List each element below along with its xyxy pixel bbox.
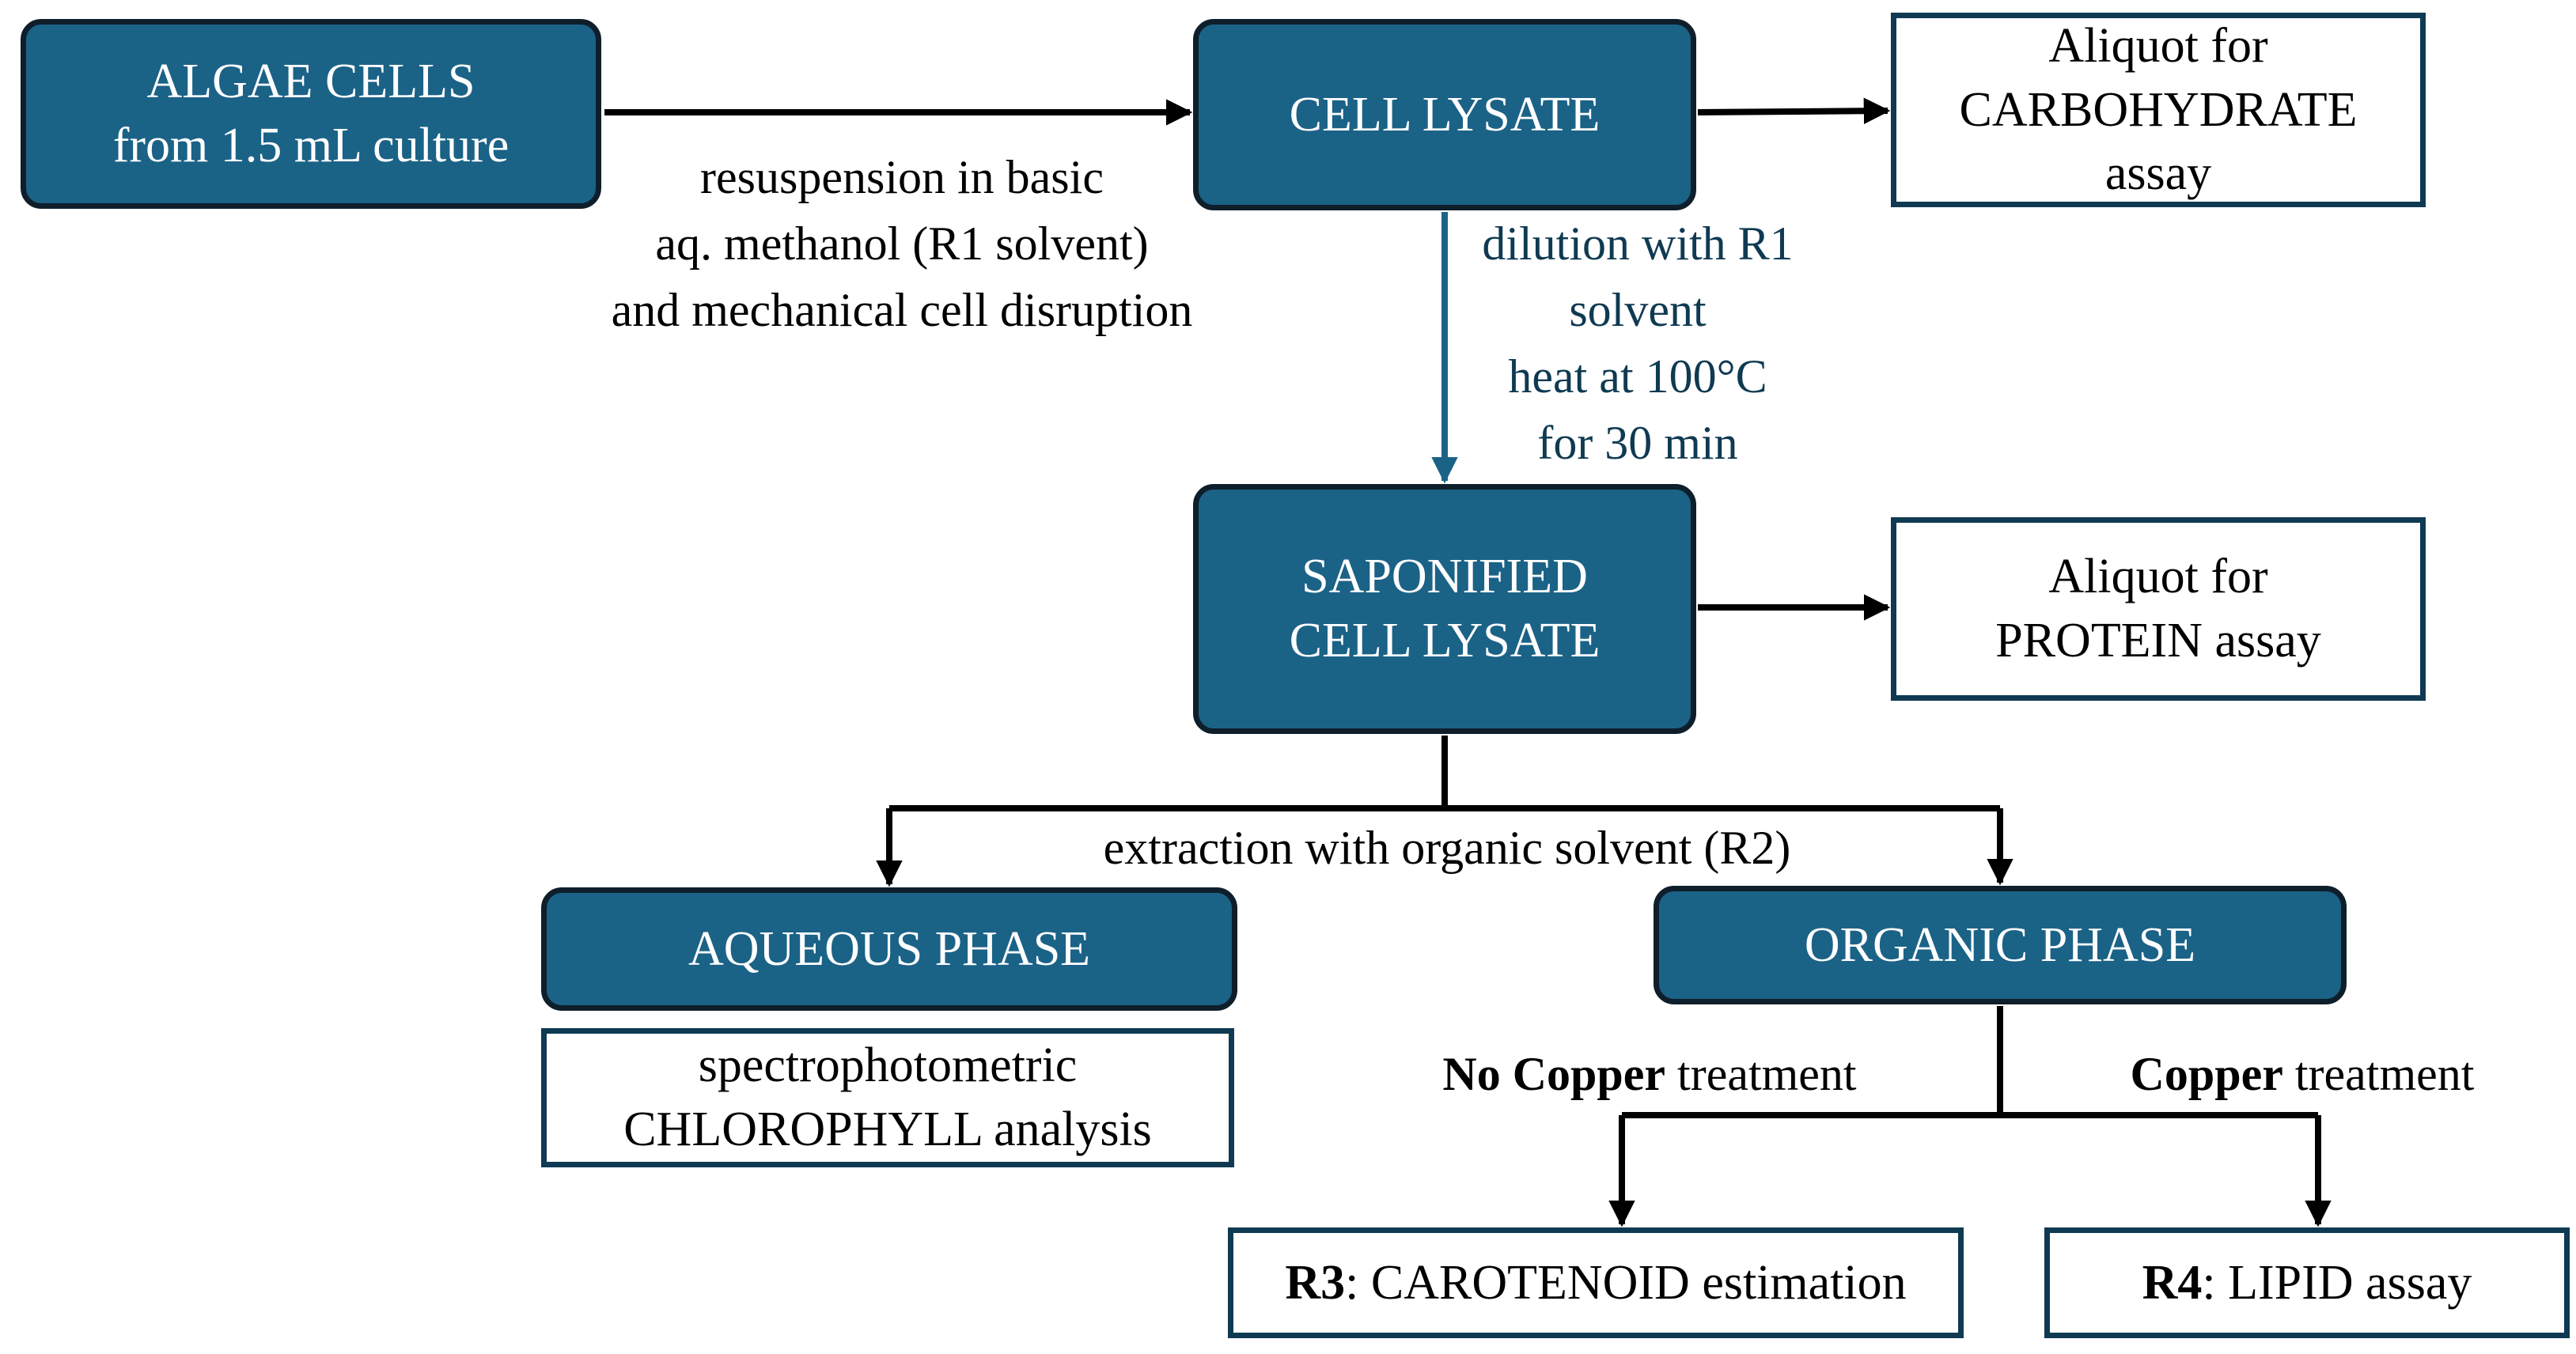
no-copper-text: No Copper treatment xyxy=(1392,1041,1907,1107)
no-copper-note: No Copper treatment xyxy=(1392,1041,1907,1107)
dilution-line2: solvent xyxy=(1569,284,1707,336)
no-copper-rest: treatment xyxy=(1665,1048,1857,1100)
copper-rest: treatment xyxy=(2282,1048,2475,1100)
aliquot-protein-box: Aliquot for PROTEIN assay xyxy=(1891,517,2426,701)
aliquot-carbohydrate-line1: Aliquot for xyxy=(2048,19,2268,74)
copper-bold: Copper xyxy=(2130,1048,2283,1100)
dilution-note: dilution with R1 solvent heat at 100°C f… xyxy=(1416,210,1859,476)
aliquot-protein-line2: PROTEIN assay xyxy=(1995,614,2321,668)
dilution-line4: for 30 min xyxy=(1537,417,1738,469)
extraction-note: extraction with organic solvent (R2) xyxy=(968,815,1926,881)
chlorophyll-line1: spectrophotometric xyxy=(698,1038,1078,1093)
lipid-assay-box: R4: LIPID assay xyxy=(2044,1227,2570,1338)
lipid-label: : LIPID assay xyxy=(2202,1255,2472,1310)
aqueous-phase-box: AQUEOUS PHASE xyxy=(541,887,1237,1011)
algae-cells-box: ALGAE CELLS from 1.5 mL culture xyxy=(21,19,601,209)
organic-phase-box: ORGANIC PHASE xyxy=(1654,886,2347,1004)
aliquot-protein-line1: Aliquot for xyxy=(2048,550,2268,604)
carotenoid-text: R3: CAROTENOID estimation xyxy=(1285,1251,1906,1315)
carotenoid-reagent: R3 xyxy=(1285,1255,1346,1310)
saponified-title-line1: SAPONIFIED xyxy=(1301,550,1588,604)
extraction-line1: extraction with organic solvent (R2) xyxy=(1103,822,1791,874)
no-copper-bold: No Copper xyxy=(1442,1048,1666,1100)
arrow-lysate-to-carbohydrate xyxy=(1697,97,1891,125)
algae-cells-subtitle: from 1.5 mL culture xyxy=(112,119,510,172)
split-line-saponified xyxy=(889,736,2000,811)
aliquot-carbohydrate-line3: assay xyxy=(2104,146,2212,201)
copper-text: Copper treatment xyxy=(2073,1041,2532,1107)
cell-lysate-title: CELL LYSATE xyxy=(1289,87,1601,142)
aliquot-carbohydrate-line2: CARBOHYDRATE xyxy=(1959,82,2358,137)
lipid-text: R4: LIPID assay xyxy=(2142,1251,2472,1315)
lipid-reagent: R4 xyxy=(2142,1255,2203,1310)
resuspension-line2: aq. methanol (R1 solvent) xyxy=(655,217,1149,270)
cell-lysate-box: CELL LYSATE xyxy=(1193,19,1696,210)
carotenoid-label: : CAROTENOID estimation xyxy=(1345,1255,1907,1310)
resuspension-line1: resuspension in basic xyxy=(700,151,1104,203)
dilution-line1: dilution with R1 xyxy=(1482,217,1794,270)
organic-phase-title: ORGANIC PHASE xyxy=(1804,917,2196,972)
resuspension-line3: and mechanical cell disruption xyxy=(611,284,1193,336)
saponified-lysate-box: SAPONIFIED CELL LYSATE xyxy=(1193,484,1696,734)
chlorophyll-analysis-box: spectrophotometric CHLOROPHYLL analysis xyxy=(541,1028,1234,1167)
algae-cells-title: ALGAE CELLS xyxy=(146,55,475,109)
split-line-organic xyxy=(1622,1006,2318,1118)
resuspension-note: resuspension in basic aq. methanol (R1 s… xyxy=(522,144,1282,343)
saponified-title-line2: CELL LYSATE xyxy=(1289,614,1601,668)
aqueous-phase-title: AQUEOUS PHASE xyxy=(688,921,1091,976)
carotenoid-estimation-box: R3: CAROTENOID estimation xyxy=(1228,1227,1964,1338)
aliquot-carbohydrate-box: Aliquot for CARBOHYDRATE assay xyxy=(1891,13,2426,207)
dilution-line3: heat at 100°C xyxy=(1508,350,1767,403)
chlorophyll-line2: CHLOROPHYLL analysis xyxy=(623,1102,1152,1156)
copper-note: Copper treatment xyxy=(2073,1041,2532,1107)
